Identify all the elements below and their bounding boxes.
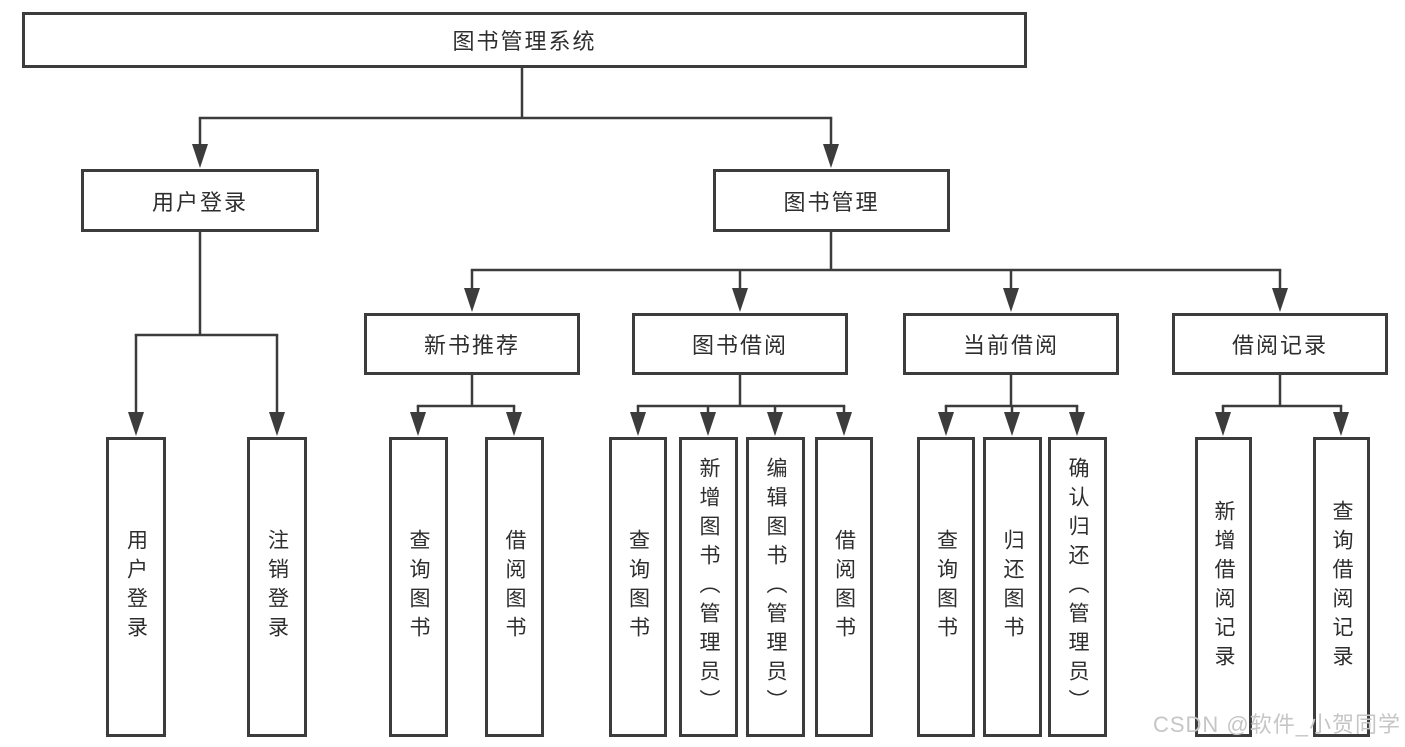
leaf-logout: 注销登录 bbox=[247, 437, 307, 737]
node-label: 新书推荐 bbox=[423, 333, 520, 358]
leaf-label: 查询图书 bbox=[626, 529, 650, 645]
node-current-borrow: 当前借阅 bbox=[903, 313, 1119, 375]
node-new-book-recommend: 新书推荐 bbox=[364, 313, 580, 375]
leaf-label: 确认归还（管理员） bbox=[1066, 456, 1089, 718]
node-book-borrow: 图书借阅 bbox=[632, 313, 848, 375]
leaf-label: 用户登录 bbox=[124, 529, 148, 645]
leaf-user-login: 用户登录 bbox=[106, 437, 166, 737]
leaf-label: 新增借阅记录 bbox=[1212, 500, 1235, 674]
leaf-label: 查询图书 bbox=[407, 529, 430, 645]
leaf-borrow-books-1: 借阅图书 bbox=[485, 437, 544, 737]
leaf-query-books-3: 查询图书 bbox=[917, 437, 975, 737]
leaf-label: 注销登录 bbox=[265, 529, 289, 645]
leaf-borrow-books-2: 借阅图书 bbox=[815, 437, 873, 737]
node-label: 用户登录 bbox=[151, 189, 248, 215]
node-book-management: 图书管理 bbox=[713, 169, 950, 232]
node-label: 当前借阅 bbox=[962, 333, 1059, 358]
leaf-add-borrow-record: 新增借阅记录 bbox=[1195, 437, 1252, 737]
leaf-edit-books-admin: 编辑图书（管理员） bbox=[746, 437, 805, 737]
leaf-label: 编辑图书（管理员） bbox=[764, 456, 787, 718]
node-user-login: 用户登录 bbox=[81, 169, 319, 232]
leaf-label: 归还图书 bbox=[1001, 529, 1024, 645]
leaf-label: 借阅图书 bbox=[503, 529, 526, 645]
watermark: CSDN @软件_小贺同学 bbox=[1152, 712, 1401, 737]
leaf-return-books: 归还图书 bbox=[983, 437, 1042, 737]
node-label: 借阅记录 bbox=[1231, 333, 1328, 358]
leaf-label: 新增图书（管理员） bbox=[697, 456, 720, 718]
node-label: 图书借阅 bbox=[691, 333, 788, 358]
leaf-label: 借阅图书 bbox=[832, 529, 856, 645]
node-label: 图书管理 bbox=[783, 189, 880, 215]
leaf-query-books-2: 查询图书 bbox=[609, 437, 667, 737]
node-library-system: 图书管理系统 bbox=[22, 12, 1027, 68]
node-borrow-records: 借阅记录 bbox=[1172, 313, 1388, 375]
node-label: 图书管理系统 bbox=[452, 29, 597, 54]
leaf-query-borrow-record: 查询借阅记录 bbox=[1313, 437, 1370, 737]
leaf-confirm-return-admin: 确认归还（管理员） bbox=[1048, 437, 1107, 737]
leaf-add-books-admin: 新增图书（管理员） bbox=[679, 437, 738, 737]
leaf-label: 查询借阅记录 bbox=[1330, 500, 1353, 674]
leaf-query-books-1: 查询图书 bbox=[389, 437, 448, 737]
leaf-label: 查询图书 bbox=[934, 529, 958, 645]
